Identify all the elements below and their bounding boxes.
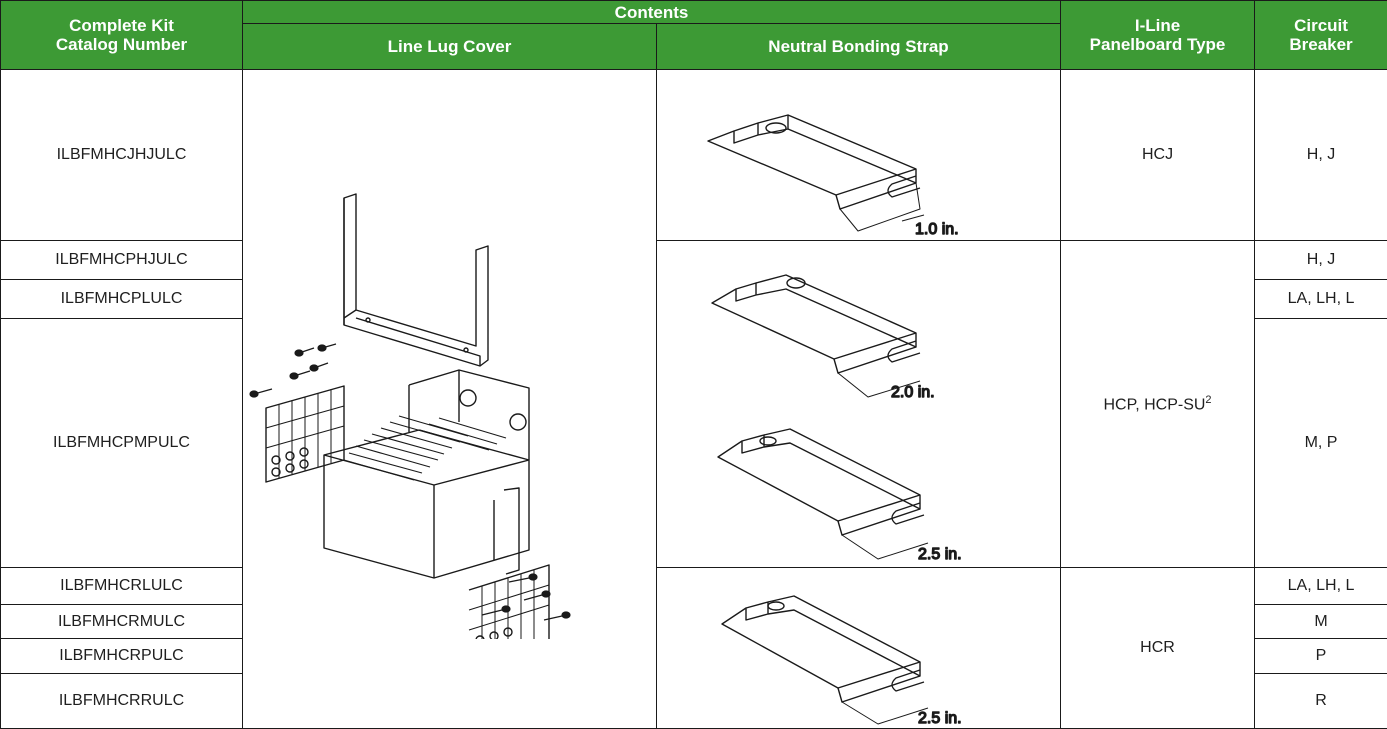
circuit-breaker-cell: M, P xyxy=(1255,318,1387,567)
catalog-number-cell: ILBFMHCJHJULC xyxy=(1,70,243,241)
circuit-breaker-cell: LA, LH, L xyxy=(1255,280,1387,318)
neutral-strap-hcj-illustration: 1.0 in. xyxy=(658,71,1060,240)
line-lug-cover-illustration xyxy=(244,160,656,639)
table-row: ILBFMHCRLULC 2.5 in. HCR xyxy=(1,568,1387,605)
catalog-number-cell: ILBFMHCRPULC xyxy=(1,638,243,673)
circuit-breaker-cell: H, J xyxy=(1255,241,1387,280)
panelboard-type-label: HCJ xyxy=(1142,146,1173,163)
neutral-strap-hcr-cell: 2.5 in. xyxy=(657,568,1061,729)
catalog-number-cell: ILBFMHCPMPULC xyxy=(1,318,243,567)
panelboard-type-hcp: HCP, HCP-SU2 xyxy=(1061,241,1255,568)
circuit-breaker-cell: P xyxy=(1255,638,1387,673)
header-catalog-number-label: Complete Kit Catalog Number xyxy=(56,16,187,54)
panelboard-type-label: HCR xyxy=(1140,639,1175,656)
strap-dimension-hcp-short: 2.0 in. xyxy=(891,384,935,401)
catalog-number-cell: ILBFMHCRRULC xyxy=(1,674,243,729)
neutral-strap-hcr-illustration: 2.5 in. xyxy=(658,568,1060,728)
header-circuit-breaker: Circuit Breaker xyxy=(1255,1,1387,70)
table-row: ILBFMHCPHJULC 2.0 in. xyxy=(1,241,1387,280)
line-lug-cover-cell xyxy=(243,70,657,729)
header-contents-label: Contents xyxy=(615,3,689,22)
header-line-lug-cover-label: Line Lug Cover xyxy=(388,37,512,56)
header-catalog-number: Complete Kit Catalog Number xyxy=(1,1,243,70)
header-neutral-bonding-strap-label: Neutral Bonding Strap xyxy=(768,37,948,56)
panelboard-type-hcj: HCJ xyxy=(1061,70,1255,241)
neutral-strap-hcp-cell: 2.0 in. 2.5 in. xyxy=(657,241,1061,568)
cover-box xyxy=(324,430,529,578)
catalog-number-cell: ILBFMHCRMULC xyxy=(1,605,243,638)
circuit-breaker-cell: R xyxy=(1255,674,1387,729)
catalog-number-cell: ILBFMHCPHJULC xyxy=(1,241,243,280)
neutral-strap-hcp-illustration: 2.0 in. 2.5 in. xyxy=(658,241,1060,567)
footnote-marker: 2 xyxy=(1205,394,1211,406)
header-panelboard-type: I-Line Panelboard Type xyxy=(1061,1,1255,70)
catalog-number-cell: ILBFMHCRLULC xyxy=(1,568,243,605)
strap-dimension-hcp-long: 2.5 in. xyxy=(918,546,962,563)
header-contents: Contents xyxy=(243,1,1061,24)
circuit-breaker-cell: LA, LH, L xyxy=(1255,568,1387,605)
strap-dimension-hcj: 1.0 in. xyxy=(915,221,959,238)
header-line-lug-cover: Line Lug Cover xyxy=(243,24,657,70)
header-panelboard-type-label: I-Line Panelboard Type xyxy=(1090,16,1226,54)
table-row: ILBFMHCJHJULC xyxy=(1,70,1387,241)
circuit-breaker-cell: H, J xyxy=(1255,70,1387,241)
neutral-strap-hcj-cell: 1.0 in. xyxy=(657,70,1061,241)
u-bracket xyxy=(344,194,488,366)
header-neutral-bonding-strap: Neutral Bonding Strap xyxy=(657,24,1061,70)
panelboard-type-hcr: HCR xyxy=(1061,568,1255,729)
header-circuit-breaker-label: Circuit Breaker xyxy=(1289,16,1352,54)
catalog-number-cell: ILBFMHCPLULC xyxy=(1,280,243,318)
circuit-breaker-cell: M xyxy=(1255,605,1387,638)
panelboard-type-label: HCP, HCP-SU xyxy=(1103,396,1205,413)
